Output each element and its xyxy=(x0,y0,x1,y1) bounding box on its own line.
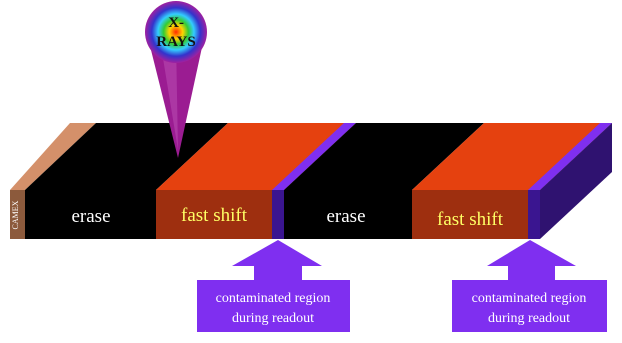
fast-shift-segment-2: fast shift xyxy=(412,123,612,239)
contaminated-sliver-1 xyxy=(272,123,356,239)
xray-sphere xyxy=(145,1,207,63)
callout-1-box xyxy=(197,280,350,332)
fast-shift-segment-1: fast shift xyxy=(156,123,356,239)
callout-1-line1: contaminated region xyxy=(216,291,331,306)
callout-2-line2: during readout xyxy=(488,311,570,326)
contaminated-1-front xyxy=(272,190,284,239)
callout-2-box xyxy=(452,280,607,332)
erase-2-front xyxy=(284,190,412,239)
contaminated-2-top xyxy=(528,123,612,190)
fast-shift-2-top xyxy=(412,123,612,190)
contaminated-1-top xyxy=(272,123,356,190)
fast-shift-2-label: fast shift xyxy=(437,209,504,230)
callout-1-line2: during readout xyxy=(232,311,314,326)
erase-2-top xyxy=(284,123,484,190)
fast-shift-1-label: fast shift xyxy=(181,205,248,226)
callout-2-arrow xyxy=(487,240,576,280)
fast-shift-2-front xyxy=(412,190,528,239)
callout-2-line1: contaminated region xyxy=(472,291,587,306)
xray-source: X- RAYS xyxy=(145,1,207,158)
bar-right-side xyxy=(540,123,612,239)
fast-shift-1-front xyxy=(156,190,272,239)
camex-end-block: CAMEX xyxy=(10,123,96,239)
camex-label: CAMEX xyxy=(11,200,20,229)
erase-2-label: erase xyxy=(326,206,365,227)
xray-label: X- RAYS xyxy=(156,15,195,50)
erase-1-front xyxy=(25,190,156,239)
fast-shift-1-top xyxy=(156,123,356,190)
callout-1-arrow xyxy=(232,240,322,280)
callout-2: contaminated region during readout xyxy=(452,240,607,332)
camex-front-face xyxy=(10,190,26,239)
callout-1: contaminated region during readout xyxy=(197,240,350,332)
contaminated-2-front xyxy=(528,190,540,239)
erase-1-label: erase xyxy=(71,206,110,227)
erase-segment-2: erase xyxy=(284,123,484,239)
contaminated-sliver-2 xyxy=(528,123,612,239)
xray-beam-highlight xyxy=(160,40,178,150)
camex-top-face xyxy=(10,123,96,190)
